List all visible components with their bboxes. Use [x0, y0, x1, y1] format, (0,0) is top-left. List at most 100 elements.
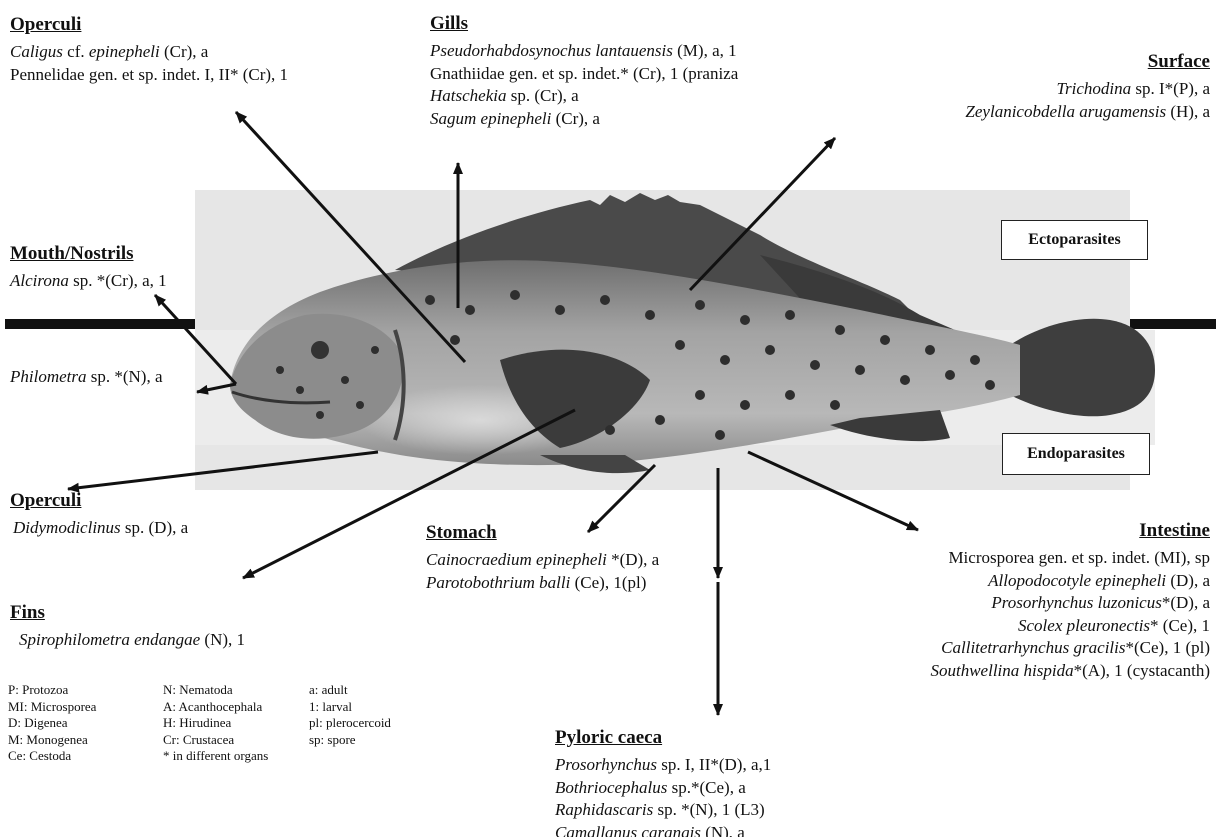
species-name: Parotobothrium balli [426, 573, 570, 592]
legend-entry: A: Acanthocephala [163, 699, 268, 716]
parasite-entry: Callitetrarhynchus gracilis*(Ce), 1 (pl) [930, 637, 1210, 660]
species-name: Hatschekia [430, 86, 506, 105]
entry-text: (Cr), a [160, 42, 209, 61]
legend-entry: M: Monogenea [8, 732, 96, 749]
species-name: Spirophilometra endangae [19, 630, 200, 649]
species-name: Pseudorhabdosynochus lantauensis [430, 41, 673, 60]
entry-text: *(D), a [607, 550, 659, 569]
parasite-entry: Cainocraedium epinepheli *(D), a [426, 549, 659, 572]
parasite-entry: Bothriocephalus sp.*(Ce), a [555, 777, 771, 800]
parasite-entry: Philometra sp. *(N), a [10, 366, 163, 389]
parasite-entry: Trichodina sp. I*(P), a [965, 78, 1210, 101]
legend-entry: P: Protozoa [8, 682, 96, 699]
entry-text: sp. (D), a [121, 518, 189, 537]
legend-column: N: NematodaA: AcanthocephalaH: Hirudinea… [163, 682, 268, 765]
entry-text: (N), a [701, 823, 745, 837]
group-fins: Fins Spirophilometra endangae (N), 1 [10, 601, 245, 652]
endoparasites-box: Endoparasites [1002, 433, 1150, 475]
species-name: Alcirona [10, 271, 69, 290]
group-philometra: Philometra sp. *(N), a [10, 366, 163, 389]
group-header: Operculi [10, 13, 288, 37]
parasite-entry: Parotobothrium balli (Ce), 1(pl) [426, 572, 659, 595]
caudal-fin [1010, 319, 1155, 417]
species-name: Camallanus carangis [555, 823, 701, 837]
group-header: Mouth/Nostrils [10, 242, 167, 266]
species-name: Allopodocotyle epinepheli [988, 571, 1166, 590]
group-operculi-bottom: Operculi Didymodiclinus sp. (D), a [10, 489, 188, 540]
parasite-entry: Pseudorhabdosynochus lantauensis (M), a,… [430, 40, 738, 63]
entry-text: (Ce), 1(pl) [570, 573, 646, 592]
item-list: Trichodina sp. I*(P), aZeylanicobdella a… [965, 78, 1210, 123]
entry-text: (Cr), a [551, 109, 600, 128]
legend-entry: * in different organs [163, 748, 268, 765]
group-header: Surface [965, 50, 1210, 74]
species-name: epinepheli [89, 42, 160, 61]
legend-entry: MI: Microsporea [8, 699, 96, 716]
group-header: Gills [430, 12, 738, 36]
entry-text: *(D), a [1162, 593, 1210, 612]
parasite-entry: Zeylanicobdella arugamensis (H), a [965, 101, 1210, 124]
group-gills: Gills Pseudorhabdosynochus lantauensis (… [430, 12, 738, 130]
legend-entry: D: Digenea [8, 715, 96, 732]
species-name: Bothriocephalus [555, 778, 667, 797]
divider-right [1130, 319, 1216, 329]
parasite-entry: Microsporea gen. et sp. indet. (MI), sp [930, 547, 1210, 570]
item-list: Caligus cf. epinepheli (Cr), a Pennelidae… [10, 41, 288, 86]
entry-text: cf. [63, 42, 89, 61]
species-name: Southwellina hispida [930, 661, 1073, 680]
group-header: Intestine [930, 519, 1210, 543]
species-name: Raphidascaris [555, 800, 653, 819]
legend-entry: a: adult [309, 682, 391, 699]
species-name: Zeylanicobdella arugamensis [965, 102, 1166, 121]
legend-entry: Ce: Cestoda [8, 748, 96, 765]
entry-text: * (Ce), 1 [1150, 616, 1210, 635]
entry-text: sp. *(N), a [87, 367, 163, 386]
parasite-entry: Southwellina hispida*(A), 1 (cystacanth) [930, 660, 1210, 683]
species-name: Caligus [10, 42, 63, 61]
species-name: Prosorhynchus luzonicus [991, 593, 1161, 612]
entry-text: sp. (Cr), a [506, 86, 578, 105]
legend-entry: sp: spore [309, 732, 391, 749]
group-operculi-top: Operculi Caligus cf. epinepheli (Cr), a P… [10, 13, 288, 86]
species-name: Didymodiclinus [13, 518, 121, 537]
group-header: Operculi [10, 489, 188, 513]
parasite-entry: Sagum epinepheli (Cr), a [430, 108, 738, 131]
group-header: Stomach [426, 521, 659, 545]
parasite-entry: Pennelidae gen. et sp. indet. I, II* (Cr… [10, 64, 288, 87]
entry-text: Microsporea gen. et sp. indet. (MI), sp [948, 548, 1210, 567]
parasite-entry: Prosorhynchus luzonicus*(D), a [930, 592, 1210, 615]
entry-text: Gnathiidae gen. et sp. indet.* (Cr), 1 (… [430, 64, 738, 83]
legend-entry: N: Nematoda [163, 682, 268, 699]
entry-text: sp. *(Cr), a, 1 [69, 271, 167, 290]
entry-text: (H), a [1166, 102, 1210, 121]
species-name: Scolex pleuronectis [1018, 616, 1150, 635]
species-name: Trichodina [1057, 79, 1132, 98]
group-header: Pyloric caeca [555, 726, 771, 750]
legend-column: P: ProtozoaMI: MicrosporeaD: DigeneaM: M… [8, 682, 96, 765]
parasite-entry: Gnathiidae gen. et sp. indet.* (Cr), 1 (… [430, 63, 738, 86]
parasite-entry: Hatschekia sp. (Cr), a [430, 85, 738, 108]
entry-text: (D), a [1166, 571, 1210, 590]
legend-entry: pl: plerocercoid [309, 715, 391, 732]
entry-text: sp. I*(P), a [1131, 79, 1210, 98]
species-name: Callitetrarhynchus gracilis [941, 638, 1125, 657]
parasite-entry: Spirophilometra endangae (N), 1 [19, 629, 245, 652]
legend-entry: Cr: Crustacea [163, 732, 268, 749]
entry-text: sp.*(Ce), a [667, 778, 745, 797]
species-name: Philometra [10, 367, 87, 386]
species-name: Cainocraedium epinepheli [426, 550, 607, 569]
parasite-entry: Camallanus carangis (N), a [555, 822, 771, 837]
entry-text: (N), 1 [200, 630, 245, 649]
group-intestine: Intestine Microsporea gen. et sp. indet.… [930, 519, 1210, 682]
parasite-entry: Alcirona sp. *(Cr), a, 1 [10, 270, 167, 293]
item-list: Alcirona sp. *(Cr), a, 1 [10, 270, 167, 293]
ectoparasites-box: Ectoparasites [1001, 220, 1148, 260]
group-pyloric-caeca: Pyloric caeca Prosorhynchus sp. I, II*(D… [555, 726, 771, 837]
entry-text: sp. I, II*(D), a,1 [657, 755, 771, 774]
parasite-entry: Allopodocotyle epinepheli (D), a [930, 570, 1210, 593]
